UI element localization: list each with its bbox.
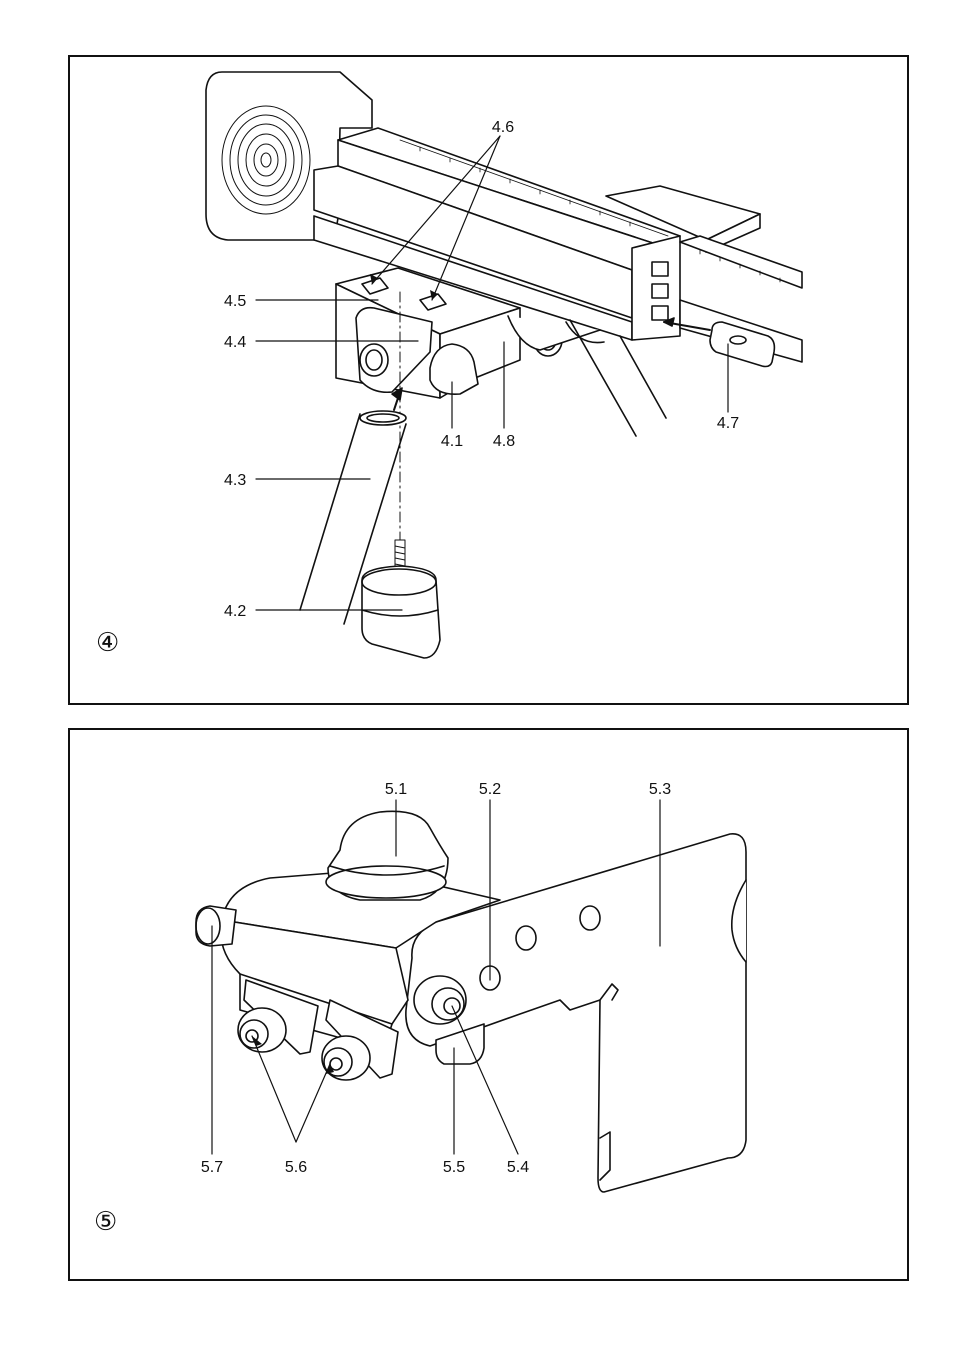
label-5-7: 5.7 [201, 1159, 223, 1176]
figure-5-drawing [195, 799, 747, 1193]
figure-5-labels: 5.1 5.2 5.3 5.7 5.6 5.5 5.4 ⑤ [94, 781, 671, 1237]
label-5-1: 5.1 [385, 781, 407, 798]
tube-4-3 [299, 413, 407, 625]
pin-5-7 [195, 905, 237, 947]
foot-4-2 [361, 565, 441, 659]
leaders-5 [211, 799, 661, 1155]
end-cap-rings [221, 105, 311, 215]
label-4-4: 4.4 [224, 334, 246, 351]
knob-4-1 [429, 343, 479, 396]
figure-4-drawing [205, 71, 803, 659]
figure-5-number: ⑤ [94, 1207, 117, 1237]
label-4-8: 4.8 [493, 433, 515, 450]
label-4-6: 4.6 [492, 119, 514, 136]
label-5-2: 5.2 [479, 781, 501, 798]
figure-4-labels: 4.6 4.5 4.4 4.3 4.2 4.1 4.8 4.7 ④ [96, 119, 739, 658]
label-5-3: 5.3 [649, 781, 671, 798]
extension-bar-top [679, 235, 803, 289]
label-4-3: 4.3 [224, 472, 246, 489]
label-4-7: 4.7 [717, 415, 739, 432]
figure-4-number: ④ [96, 628, 119, 658]
label-5-6: 5.6 [285, 1159, 307, 1176]
label-4-1: 4.1 [441, 433, 463, 450]
label-4-2: 4.2 [224, 603, 246, 620]
block-5-5 [435, 1023, 485, 1065]
rail-scale [399, 139, 669, 237]
label-5-4: 5.4 [507, 1159, 529, 1176]
label-5-5: 5.5 [443, 1159, 465, 1176]
label-4-5: 4.5 [224, 293, 246, 310]
leaders-4 [255, 135, 729, 611]
support-arm [507, 315, 601, 351]
